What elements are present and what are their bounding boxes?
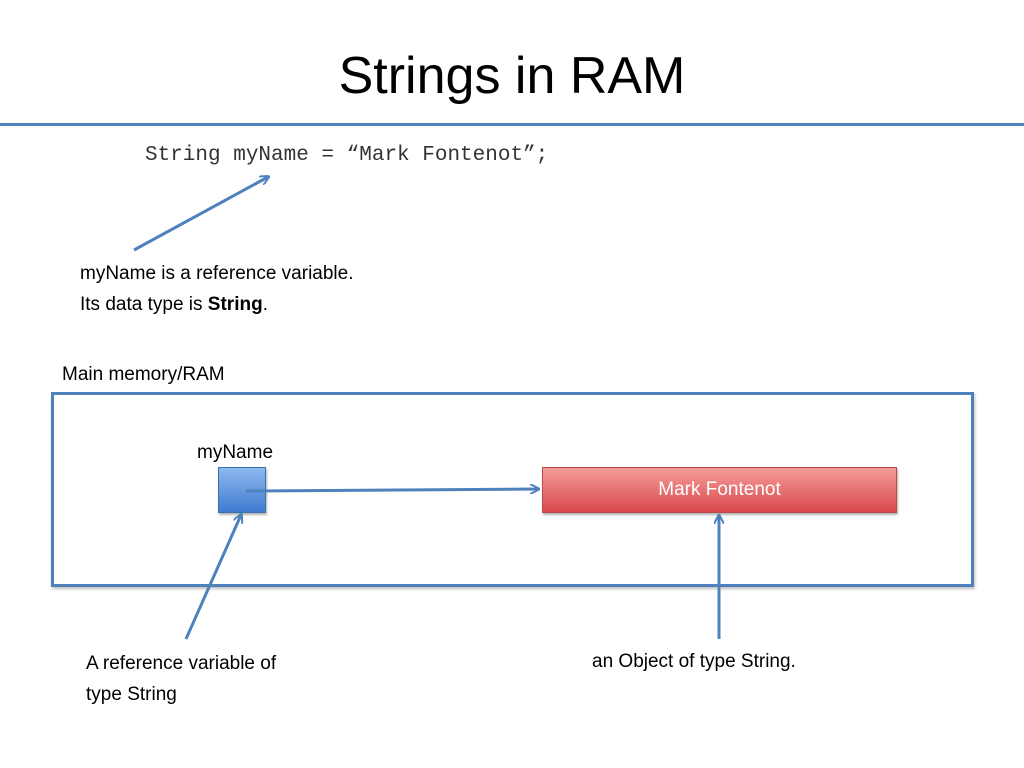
caption-left-line-1: A reference variable of: [86, 653, 277, 674]
note-line-2-suffix: .: [262, 294, 268, 315]
reference-variable-caption: A reference variable of type String: [86, 648, 346, 710]
note-line-2-prefix: Its data type is: [80, 294, 208, 315]
arrow-reference-to-object: [245, 489, 538, 491]
slide-title: Strings in RAM: [338, 47, 686, 105]
ram-label: Main memory/RAM: [62, 364, 225, 385]
string-object-caption: an Object of type String.: [592, 651, 796, 672]
code-statement: String myName = “Mark Fontenot”;: [145, 144, 549, 167]
caption-left-line-2: type String: [86, 684, 177, 705]
note-data-type: String: [207, 294, 263, 315]
note-line-2: Its data type is String.: [80, 289, 354, 320]
note-line-1: myName is a reference variable.: [80, 263, 354, 284]
arrow-caption-to-variable: [184, 515, 241, 640]
arrow-to-myname: [133, 177, 268, 252]
title-divider: [0, 123, 1024, 126]
variable-label: myName: [197, 442, 274, 463]
reference-variable-note: myName is a reference variable. Its data…: [80, 258, 354, 320]
ram-container: [51, 392, 974, 587]
string-object-box: Mark Fontenot: [542, 467, 897, 513]
